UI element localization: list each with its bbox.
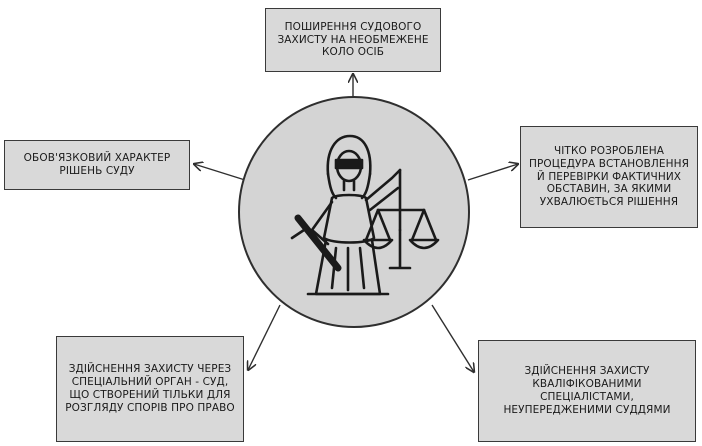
- arrow-to-bottom-left: [248, 304, 281, 370]
- node-left-label: ОБОВ'ЯЗКОВИЙ ХАРАКТЕР РІШЕНЬ СУДУ: [23, 152, 171, 177]
- node-right-label: ЧІТКО РОЗРОБЛЕНА ПРОЦЕДУРА ВСТАНОВЛЕННЯ …: [528, 145, 690, 209]
- node-top-label: ПОШИРЕННЯ СУДОВОГО ЗАХИСТУ НА НЕОБМЕЖЕНЕ…: [277, 20, 429, 59]
- lady-justice-icon: [290, 134, 440, 296]
- node-bottom-right-label: ЗДІЙСНЕННЯ ЗАХИСТУ КВАЛІФІКОВАНИМИ СПЕЦІ…: [503, 365, 671, 416]
- node-bottom-right-box: ЗДІЙСНЕННЯ ЗАХИСТУ КВАЛІФІКОВАНИМИ СПЕЦІ…: [478, 340, 696, 442]
- node-left-box: ОБОВ'ЯЗКОВИЙ ХАРАКТЕР РІШЕНЬ СУДУ: [4, 140, 190, 190]
- node-right-box: ЧІТКО РОЗРОБЛЕНА ПРОЦЕДУРА ВСТАНОВЛЕННЯ …: [520, 126, 698, 228]
- center-circle: [238, 96, 470, 328]
- arrow-to-bottom-right: [431, 304, 474, 372]
- arrow-to-left: [194, 164, 246, 181]
- node-bottom-left-label: ЗДІЙСНЕННЯ ЗАХИСТУ ЧЕРЕЗ СПЕЦІАЛЬНИЙ ОРГ…: [65, 363, 235, 414]
- node-top-box: ПОШИРЕННЯ СУДОВОГО ЗАХИСТУ НА НЕОБМЕЖЕНЕ…: [265, 8, 441, 72]
- node-bottom-left-box: ЗДІЙСНЕННЯ ЗАХИСТУ ЧЕРЕЗ СПЕЦІАЛЬНИЙ ОРГ…: [56, 336, 244, 442]
- arrow-to-right: [467, 164, 518, 181]
